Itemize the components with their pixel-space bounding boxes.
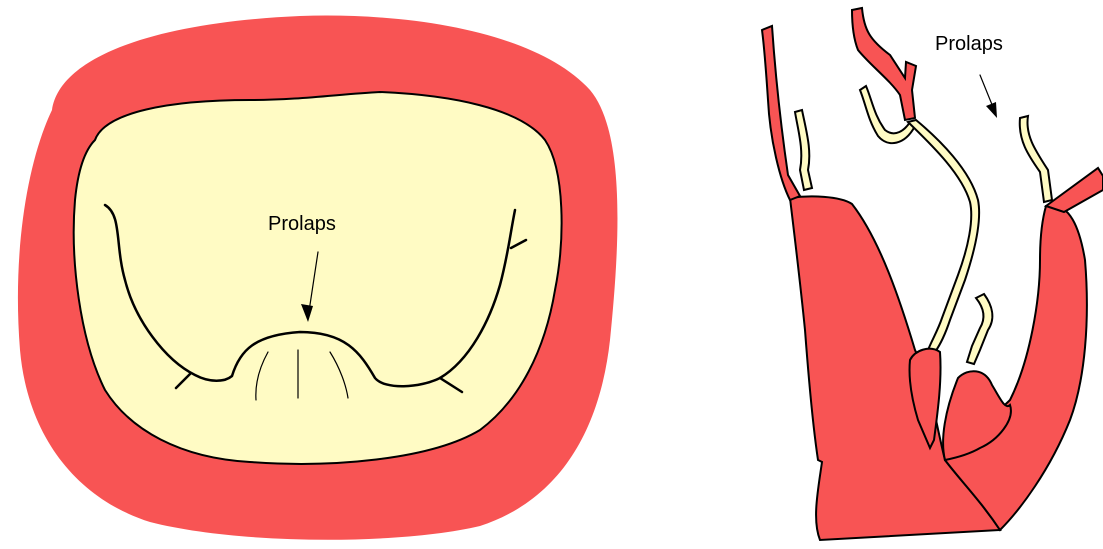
vessel-center bbox=[852, 8, 916, 120]
valve-side-view: Prolaps bbox=[762, 8, 1103, 540]
prolapse-arrowhead-right bbox=[986, 102, 997, 118]
prolaps-label-right: Prolaps bbox=[935, 33, 1003, 55]
chorda-lower bbox=[967, 294, 992, 364]
chorda-long bbox=[908, 120, 979, 352]
valve-top-view: Prolaps bbox=[18, 16, 618, 540]
chorda-right bbox=[1020, 116, 1052, 202]
prolaps-label-left: Prolaps bbox=[268, 213, 336, 235]
chorda-left bbox=[795, 110, 812, 190]
leaflet-area bbox=[74, 92, 562, 464]
vessel-right bbox=[1046, 168, 1103, 212]
